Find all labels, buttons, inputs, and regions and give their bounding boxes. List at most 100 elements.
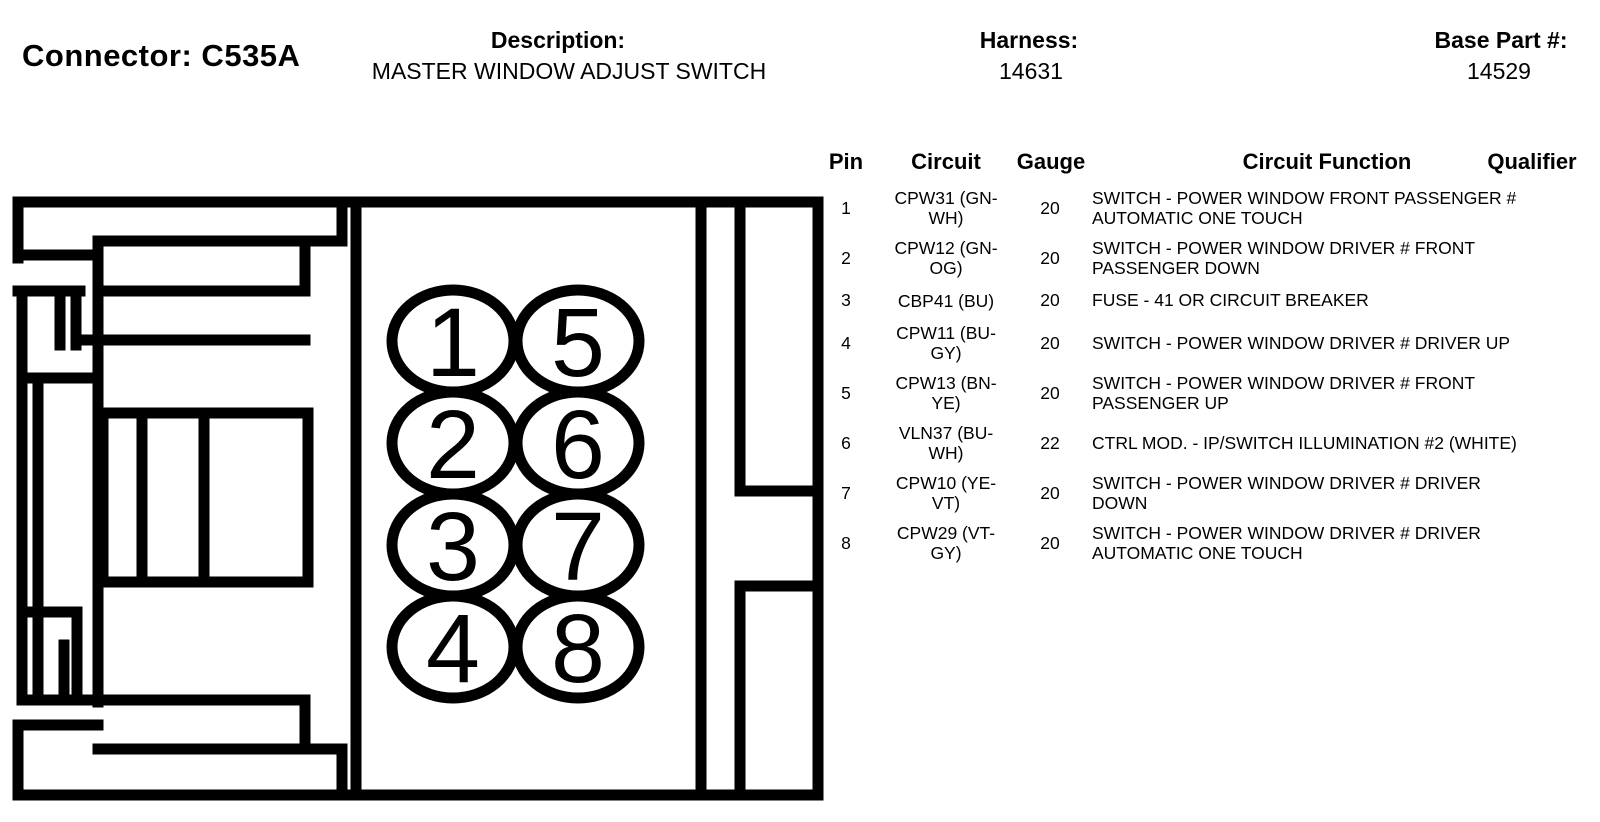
connector-housing-outline bbox=[12, 196, 824, 801]
gauge-cell: 20 bbox=[1010, 198, 1090, 219]
pin-number-cell: 5 bbox=[810, 383, 882, 404]
pin-number-cell: 7 bbox=[810, 483, 882, 504]
circuit-cell: CPW11 (BU-GY) bbox=[882, 323, 1010, 363]
base-part-value: 14529 bbox=[1467, 58, 1531, 84]
circuit-cell-line: GY) bbox=[930, 543, 962, 563]
pin-number-cell-line: 1 bbox=[841, 197, 851, 218]
table-row: 8 CPW29 (VT-GY) 20 SWITCH - POWER WINDOW DR… bbox=[810, 518, 1600, 568]
circuit-function-cell-line: SWITCH - POWER WINDOW DRIVER # DRIVER bbox=[1092, 522, 1481, 543]
circuit-cell: CPW13 (BN-YE) bbox=[882, 373, 1010, 413]
pin-cavity-8 bbox=[511, 590, 645, 704]
circuit-function-cell-line: DOWN bbox=[1092, 493, 1148, 513]
circuit-function-cell: CTRL MOD. - IP/SWITCH ILLUMINATION #2 (W… bbox=[1090, 433, 1600, 454]
pin-number-cell: 2 bbox=[810, 248, 882, 269]
circuit-cell-line: OG) bbox=[929, 258, 963, 278]
pin-number-cell: 8 bbox=[810, 533, 882, 554]
circuit-cell-line: CPW10 (YE- bbox=[895, 473, 997, 493]
circuit-function-cell-line: SWITCH - POWER WINDOW DRIVER # FRONT bbox=[1092, 237, 1476, 258]
table-row: 1 CPW31 (GN-WH) 20 SWITCH - POWER WINDOW FR… bbox=[810, 183, 1600, 233]
pin-number-cell-line: 4 bbox=[841, 332, 851, 353]
description-label: Description: bbox=[490, 27, 626, 53]
harness-value: 14631 bbox=[999, 58, 1063, 84]
column-header-qualifier: Qualifier bbox=[1487, 149, 1577, 174]
circuit-cell-line: VT) bbox=[931, 493, 961, 513]
gauge-cell-line: 20 bbox=[1040, 197, 1060, 218]
circuit-function-cell-line: SWITCH - POWER WINDOW DRIVER # DRIVER UP bbox=[1092, 332, 1511, 353]
circuit-cell-line: WH) bbox=[928, 208, 964, 228]
circuit-cell-line: CBP41 (BU) bbox=[897, 290, 995, 311]
table-row: 5 CPW13 (BN-YE) 20 SWITCH - POWER WINDOW DR… bbox=[810, 368, 1600, 418]
gauge-cell-line: 20 bbox=[1040, 482, 1060, 503]
gauge-cell: 20 bbox=[1010, 533, 1090, 554]
pin-number-cell-line: 8 bbox=[841, 532, 851, 553]
gauge-cell-line: 20 bbox=[1040, 532, 1060, 553]
pin-cavity-number: 2 bbox=[426, 390, 480, 499]
gauge-cell: 20 bbox=[1010, 333, 1090, 354]
circuit-cell-line: CPW13 (BN- bbox=[895, 373, 997, 393]
pin-number-cell: 4 bbox=[810, 333, 882, 354]
gauge-cell-line: 20 bbox=[1040, 290, 1060, 310]
circuit-function-cell: FUSE - 41 OR CIRCUIT BREAKER bbox=[1090, 290, 1600, 311]
description-value: MASTER WINDOW ADJUST SWITCH bbox=[371, 58, 767, 84]
gauge-cell-line: 20 bbox=[1040, 382, 1060, 403]
circuit-cell-line: YE) bbox=[931, 393, 961, 413]
gauge-cell-line: 20 bbox=[1040, 332, 1060, 353]
circuit-cell-line: CPW29 (VT- bbox=[896, 523, 996, 543]
circuit-function-cell: SWITCH - POWER WINDOW FRONT PASSENGER #A… bbox=[1090, 188, 1600, 229]
pin-cavity-number: 4 bbox=[426, 594, 480, 703]
pin-number-cell-line: 6 bbox=[841, 432, 851, 453]
table-row: 7 CPW10 (YE-VT) 20 SWITCH - POWER WINDOW DR… bbox=[810, 468, 1600, 518]
circuit-function-cell-line: SWITCH - POWER WINDOW DRIVER # DRIVER bbox=[1092, 472, 1481, 493]
table-row: 3 CBP41 (BU) 20 FUSE - 41 OR CIRCUIT BREAKE… bbox=[810, 283, 1600, 318]
pin-cavity-number: 6 bbox=[551, 390, 605, 499]
circuit-function-cell: SWITCH - POWER WINDOW DRIVER # DRIVER UP bbox=[1090, 333, 1600, 354]
circuit-cell: CPW29 (VT-GY) bbox=[882, 523, 1010, 563]
circuit-function-cell-line: AUTOMATIC ONE TOUCH bbox=[1092, 208, 1303, 228]
gauge-cell-line: 22 bbox=[1040, 432, 1060, 453]
circuit-function-cell-line: FUSE - 41 OR CIRCUIT BREAKER bbox=[1092, 290, 1369, 311]
connector-title: Connector: C535A bbox=[22, 38, 301, 73]
pin-number-cell-line: 7 bbox=[841, 482, 851, 503]
circuit-function-cell-line: SWITCH - POWER WINDOW DRIVER # FRONT bbox=[1092, 372, 1476, 393]
pin-number-cell: 3 bbox=[810, 290, 882, 311]
circuit-function-cell-line: AUTOMATIC ONE TOUCH bbox=[1092, 543, 1303, 563]
pin-cavity-number: 5 bbox=[551, 288, 605, 397]
pin-cavity-number: 1 bbox=[426, 288, 480, 397]
circuit-cell: CBP41 (BU) bbox=[882, 291, 1010, 311]
circuit-cell-line: CPW12 (GN- bbox=[894, 238, 998, 258]
pin-number-cell: 6 bbox=[810, 433, 882, 454]
column-header-gauge: Gauge bbox=[1016, 149, 1086, 174]
gauge-cell: 20 bbox=[1010, 290, 1090, 311]
pin-cavity-number: 8 bbox=[551, 594, 605, 703]
gauge-cell: 22 bbox=[1010, 433, 1090, 454]
pin-number-cell-line: 2 bbox=[841, 247, 851, 268]
circuit-cell-line: CPW11 (BU- bbox=[896, 323, 996, 343]
circuit-cell: CPW12 (GN-OG) bbox=[882, 238, 1010, 278]
circuit-cell-line: VLN37 (BU- bbox=[898, 423, 994, 443]
gauge-cell-line: 20 bbox=[1040, 247, 1060, 268]
circuit-cell-line: GY) bbox=[930, 343, 962, 363]
pin-number-cell-line: 5 bbox=[841, 382, 851, 403]
pin-number-cell-line: 3 bbox=[841, 290, 851, 310]
gauge-cell: 20 bbox=[1010, 483, 1090, 504]
gauge-cell: 20 bbox=[1010, 248, 1090, 269]
table-row: 2 CPW12 (GN-OG) 20 SWITCH - POWER WINDOW DR… bbox=[810, 233, 1600, 283]
circuit-function-cell-line: SWITCH - POWER WINDOW FRONT PASSENGER # bbox=[1092, 187, 1517, 208]
circuit-function-cell-line: PASSENGER DOWN bbox=[1092, 258, 1260, 278]
base-part-label: Base Part #: bbox=[1434, 27, 1568, 53]
circuit-function-cell-line: PASSENGER UP bbox=[1092, 393, 1229, 413]
gauge-cell: 20 bbox=[1010, 383, 1090, 404]
column-header-circuit: Circuit bbox=[911, 149, 981, 174]
circuit-cell: CPW31 (GN-WH) bbox=[882, 188, 1010, 228]
circuit-cell: CPW10 (YE-VT) bbox=[882, 473, 1010, 513]
pin-number-cell: 1 bbox=[810, 198, 882, 219]
pin-cavity-number: 3 bbox=[426, 492, 480, 601]
table-row: 4 CPW11 (BU-GY) 20 SWITCH - POWER WINDOW DR… bbox=[810, 318, 1600, 368]
circuit-cell-line: CPW31 (GN- bbox=[894, 188, 998, 208]
column-header-pin: Pin bbox=[828, 149, 864, 174]
